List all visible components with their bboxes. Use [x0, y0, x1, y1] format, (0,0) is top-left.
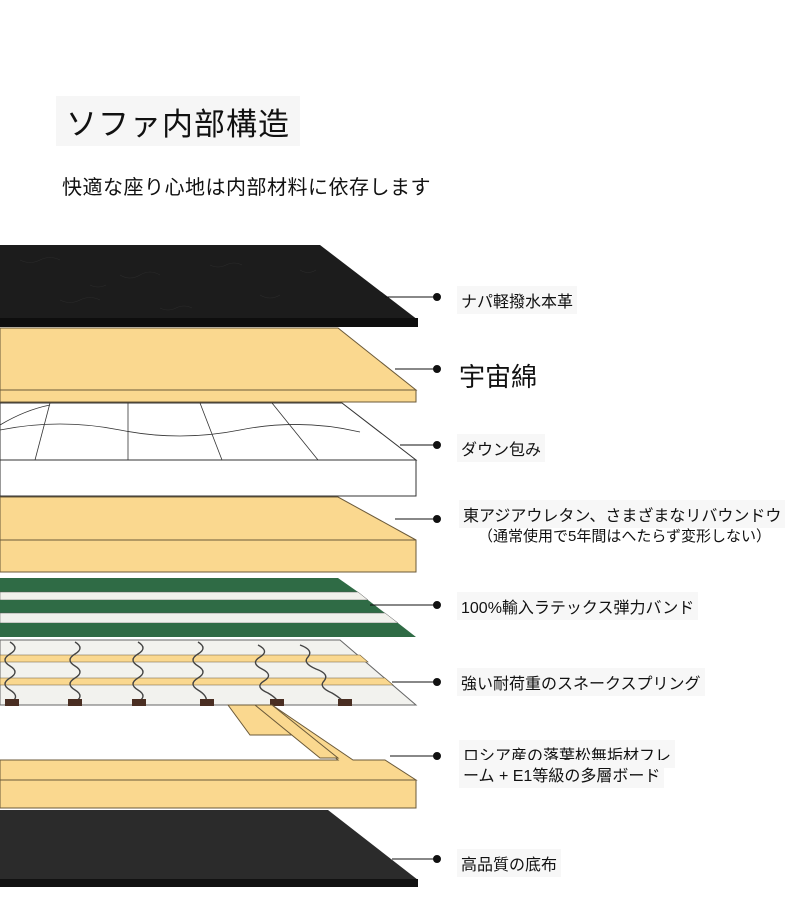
label-urethane: 東アジアウレタン、さまざまなリバウンドウ	[459, 500, 786, 528]
leader-lines	[370, 293, 441, 863]
layer-space-cotton	[0, 327, 418, 403]
leader-dot-base	[433, 855, 441, 863]
leader-dot-latex	[433, 601, 441, 609]
latex-band-3	[0, 623, 416, 637]
leather-edge	[0, 318, 418, 327]
layer-base	[0, 810, 418, 887]
leader-dot-down-wrap	[433, 441, 441, 449]
leader-dot-spring	[433, 678, 441, 686]
layer-leather	[0, 245, 418, 327]
label-leather: ナパ軽撥水本革	[457, 286, 578, 314]
down-wrap-quilting	[0, 402, 361, 461]
layer-latex-band	[0, 578, 416, 637]
label-base: 高品質の底布	[457, 849, 562, 877]
label-down-wrap: ダウン包み	[457, 434, 546, 462]
spring-top	[0, 639, 418, 706]
label-spring: 強い耐荷重のスネークスプリング	[457, 668, 705, 696]
latex-band-gap-2	[0, 612, 399, 624]
layer-spring	[0, 639, 418, 706]
leather-texture	[19, 257, 317, 311]
space-cotton-edge	[0, 389, 417, 403]
frame-shape	[0, 704, 418, 781]
leader-dot-urethane	[433, 515, 441, 523]
spring-bar-2	[0, 677, 394, 686]
latex-band-gap-1	[0, 591, 369, 601]
leader-dot-leather	[433, 293, 441, 301]
base-edge	[0, 879, 418, 887]
label-latex-band: 100%輸入ラテックス弾力バンド	[457, 592, 699, 620]
down-wrap-edge	[0, 459, 417, 497]
spring-bar-1	[0, 654, 369, 663]
urethane-top	[0, 496, 417, 541]
latex-band-2	[0, 600, 385, 613]
latex-band-1	[0, 578, 358, 592]
layer-frame	[0, 704, 418, 809]
leader-dot-frame	[433, 752, 441, 760]
space-cotton-top	[0, 327, 418, 391]
frame-edge	[0, 779, 417, 809]
page-title: ソファ内部構造	[66, 106, 290, 142]
note-urethane: （通常使用で5年間はへたらず変形しない）	[478, 528, 772, 545]
layer-down-wrap	[0, 402, 418, 497]
leather-top	[0, 245, 418, 320]
leader-dot-space-cotton	[433, 365, 441, 373]
page-subtitle: 快適な座り心地は内部材料に依存します	[62, 177, 431, 199]
spring-clips	[5, 699, 352, 706]
spring-coils	[4, 641, 345, 704]
urethane-edge	[0, 539, 417, 573]
layer-urethane	[0, 496, 417, 573]
label-frame-line2: ーム + E1等級の多層ボード	[459, 760, 665, 788]
base-top	[0, 810, 418, 880]
frame-inner	[253, 704, 340, 759]
title-box: ソファ内部構造	[56, 96, 300, 146]
down-wrap-top	[0, 402, 418, 461]
label-space-cotton: 宇宙綿	[459, 362, 538, 392]
